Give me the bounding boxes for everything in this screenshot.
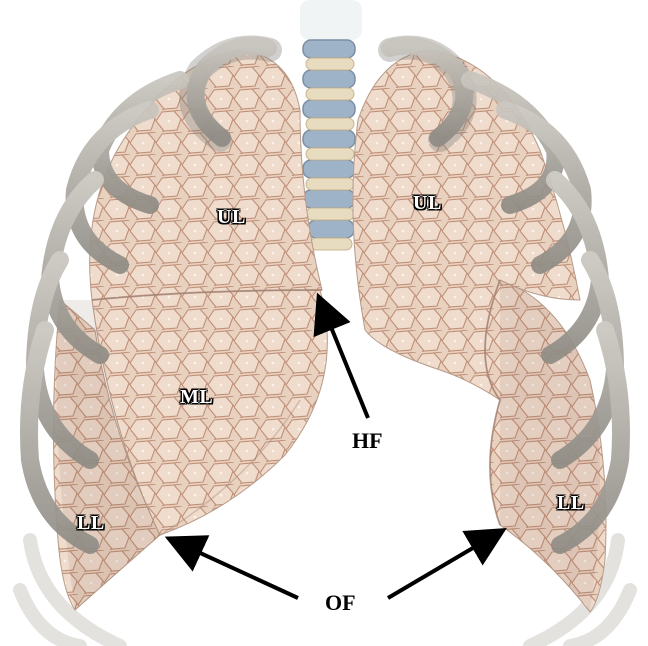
right-middle-lobe-label: ML <box>180 386 213 409</box>
right-upper-lobe-label: UL <box>217 206 246 229</box>
of-arrow-right <box>388 532 500 598</box>
oblique-fissure-label: OF <box>325 590 356 616</box>
left-lower-lobe-label: LL <box>557 492 585 515</box>
right-lower-lobe-label: LL <box>77 512 105 535</box>
of-arrow-left <box>172 540 298 598</box>
horizontal-fissure-label: HF <box>352 428 383 454</box>
hf-arrow <box>320 300 368 418</box>
left-upper-lobe-label: UL <box>413 192 442 215</box>
